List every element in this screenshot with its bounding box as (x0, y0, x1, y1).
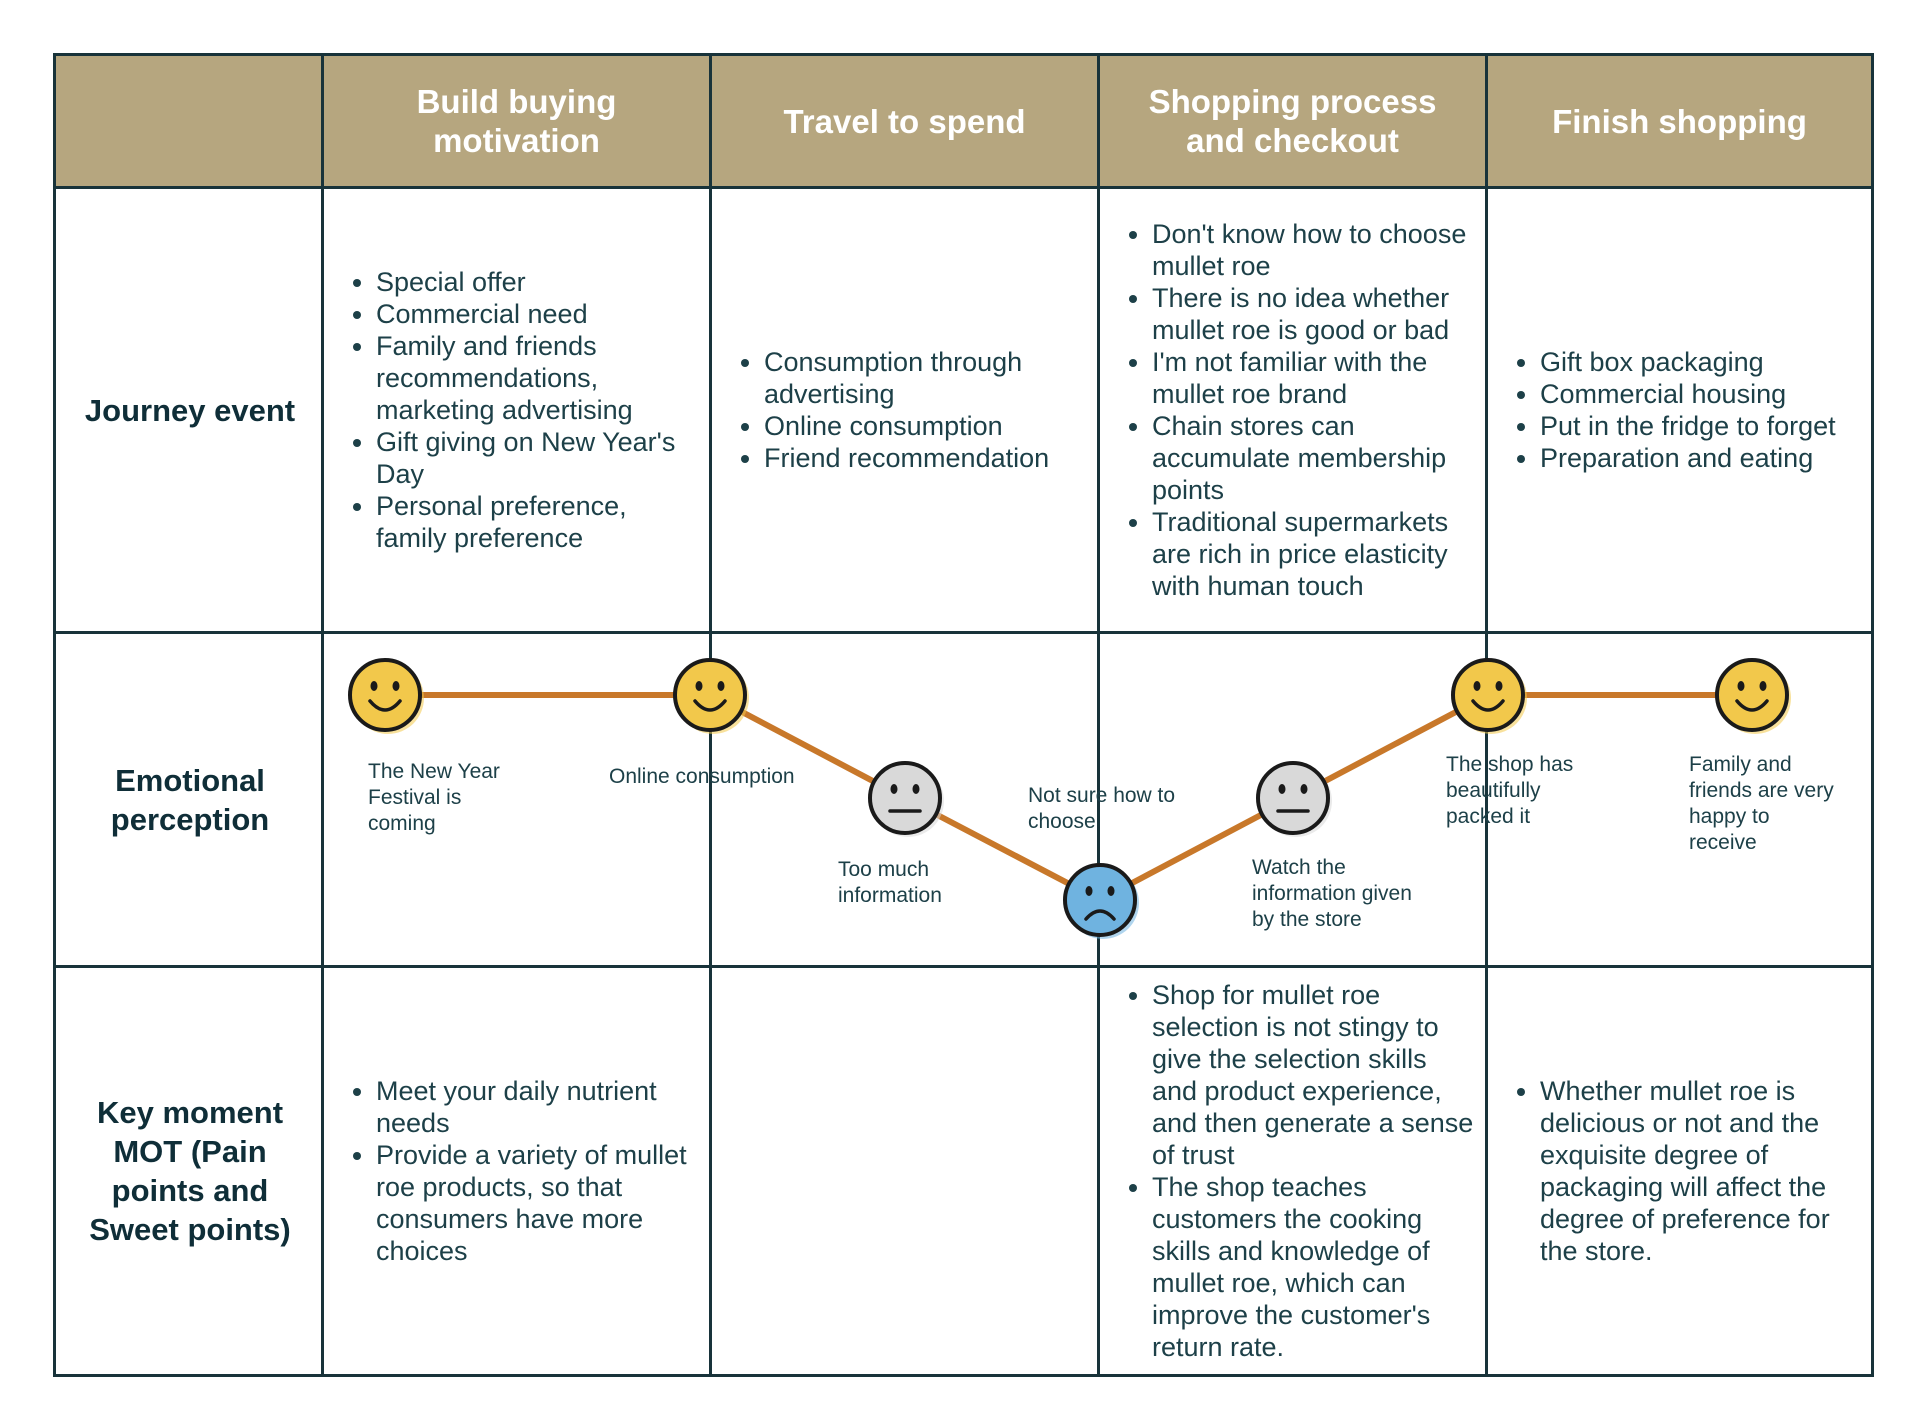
key-moment-list: Meet your daily nutrient needs Provide a… (324, 1075, 709, 1267)
row-label-key-moment: Key moment MOT (Pain points and Sweet po… (89, 1095, 291, 1247)
grid-line (56, 631, 1871, 634)
emotion-point-label: Family and friends are very happy to rec… (1689, 753, 1834, 854)
stage-title: Build buying motivation (416, 83, 617, 159)
key-moment-cell-1: Meet your daily nutrient needs Provide a… (324, 968, 709, 1374)
list-item: Consumption through advertising (764, 346, 1091, 410)
list-item: Special offer (376, 266, 703, 298)
emotion-point-label: Too much information (838, 858, 942, 907)
smiley-happy-icon (1451, 658, 1527, 734)
journey-event-cell-1: Special offer Commercial need Family and… (324, 189, 709, 631)
list-item: Online consumption (764, 410, 1091, 442)
stage-header-build-motivation: Build buying motivation (324, 56, 712, 186)
list-item: Commercial housing (1540, 378, 1836, 410)
stage-title: Travel to spend (783, 102, 1026, 140)
smiley-happy-icon (673, 658, 749, 734)
list-item: Put in the fridge to forget (1540, 410, 1836, 442)
list-item: The shop teaches customers the cooking s… (1152, 1171, 1479, 1363)
grid-line (321, 56, 324, 1374)
key-moment-cell-4: Whether mullet roe is delicious or not a… (1488, 968, 1873, 1374)
list-item: Gift box packaging (1540, 346, 1836, 378)
grid-line (1485, 186, 1488, 1374)
grid-line (1097, 186, 1100, 1374)
journey-event-list: Special offer Commercial need Family and… (324, 266, 709, 554)
list-item: Preparation and eating (1540, 442, 1836, 474)
journey-map-table: Build buying motivation Travel to spend … (53, 53, 1874, 1377)
emotion-point-label: Not sure how to choose (1028, 784, 1176, 833)
journey-event-cell-4: Gift box packaging Commercial housing Pu… (1488, 189, 1873, 631)
stage-header-finish: Finish shopping (1488, 56, 1871, 186)
smiley-happy-icon (1715, 658, 1791, 734)
list-item: Gift giving on New Year's Day (376, 426, 703, 490)
list-item: I'm not familiar with the mullet roe bra… (1152, 346, 1479, 410)
smiley-neutral-icon (1256, 761, 1332, 837)
list-item: There is no idea whether mullet roe is g… (1152, 282, 1479, 346)
list-item: Commercial need (376, 298, 703, 330)
stage-title: Shopping process and checkout (1148, 83, 1437, 159)
list-item: Personal preference, family preference (376, 490, 703, 554)
emotion-point-label: Watch the information given by the store (1252, 856, 1412, 931)
grid-line (56, 965, 1871, 968)
list-item: Traditional supermarkets are rich in pri… (1152, 506, 1479, 602)
list-item: Provide a variety of mullet roe products… (376, 1139, 703, 1267)
emotion-faces (348, 658, 1791, 939)
grid-line (56, 186, 1871, 189)
list-item: Chain stores can accumulate membership p… (1152, 410, 1479, 506)
journey-event-list: Gift box packaging Commercial housing Pu… (1488, 346, 1842, 474)
key-moment-list: Whether mullet roe is delicious or not a… (1488, 1075, 1873, 1267)
list-item: Family and friends recommendations, mark… (376, 330, 703, 426)
key-moment-cell-3: Shop for mullet roe selection is not sti… (1100, 968, 1485, 1374)
emotion-point-label: Online consumption (609, 765, 795, 788)
smiley-sad-icon (1063, 863, 1139, 939)
list-item: Shop for mullet roe selection is not sti… (1152, 979, 1479, 1171)
journey-event-cell-3: Don't know how to choose mullet roe Ther… (1100, 189, 1485, 631)
smiley-happy-icon (348, 658, 424, 734)
smiley-neutral-icon (868, 761, 944, 837)
grid-line (709, 186, 712, 1374)
journey-event-list: Don't know how to choose mullet roe Ther… (1100, 218, 1485, 602)
emotion-point-label: The shop has beautifully packed it (1446, 753, 1574, 828)
row-label-emotional-perception: Emotional perception (110, 762, 270, 837)
stage-header-travel: Travel to spend (712, 56, 1100, 186)
key-moment-list: Shop for mullet roe selection is not sti… (1100, 979, 1485, 1363)
list-item: Meet your daily nutrient needs (376, 1075, 703, 1139)
journey-event-list: Consumption through advertising Online c… (712, 346, 1097, 474)
list-item: Don't know how to choose mullet roe (1152, 218, 1479, 282)
journey-event-cell-2: Consumption through advertising Online c… (712, 189, 1097, 631)
stage-header-shopping: Shopping process and checkout (1100, 56, 1488, 186)
list-item: Friend recommendation (764, 442, 1091, 474)
list-item: Whether mullet roe is delicious or not a… (1540, 1075, 1867, 1267)
stage-title: Finish shopping (1552, 102, 1807, 140)
row-label-journey-event: Journey event (84, 392, 296, 428)
emotion-point-label: The New Year Festival is coming (368, 760, 500, 835)
